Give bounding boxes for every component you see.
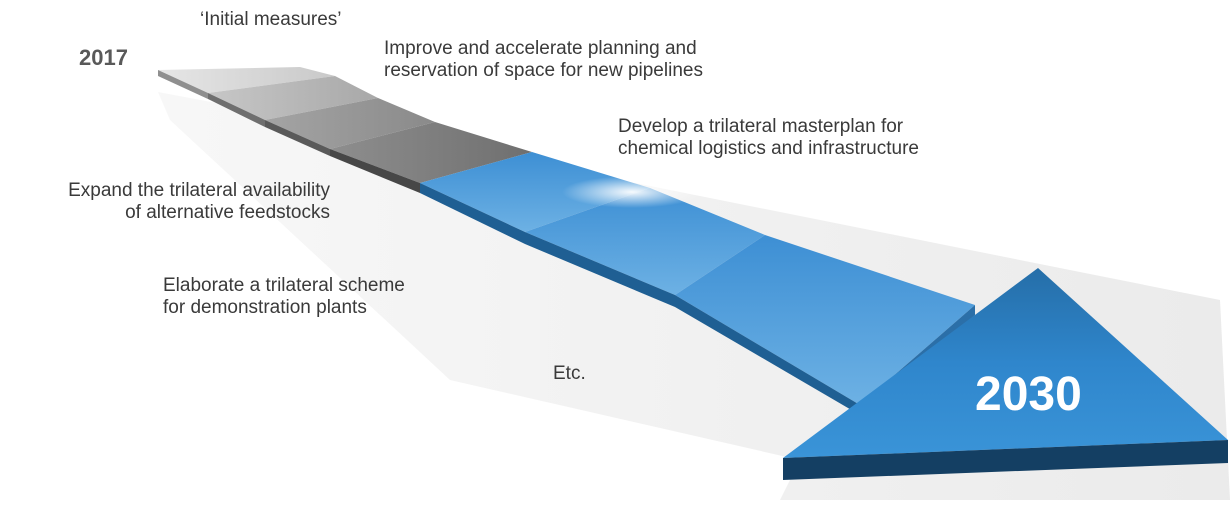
step-2-planning-pipelines xyxy=(208,76,378,127)
step-5-label: Elaborate a trilateral scheme for demons… xyxy=(163,275,405,318)
step-3-label: Expand the trilateral availability of al… xyxy=(68,180,330,223)
step-4-masterplan xyxy=(330,122,532,193)
start-year-label: 2017 xyxy=(79,45,128,70)
step-1-initial-measures xyxy=(158,67,335,99)
step-3-feedstocks xyxy=(265,98,435,156)
step-2-label: Improve and accelerate planning and rese… xyxy=(384,38,703,81)
highlight-glare xyxy=(562,176,702,208)
step-6-etc xyxy=(525,188,765,307)
step-4-label: Develop a trilateral masterplan for chem… xyxy=(618,116,919,159)
step-1-label: ‘Initial measures’ xyxy=(200,9,342,30)
end-year-label: 2030 xyxy=(975,368,1082,421)
timeline-arrowhead xyxy=(783,268,1228,480)
step-5-demonstration-plants xyxy=(420,152,650,244)
step-6-label: Etc. xyxy=(553,363,586,384)
